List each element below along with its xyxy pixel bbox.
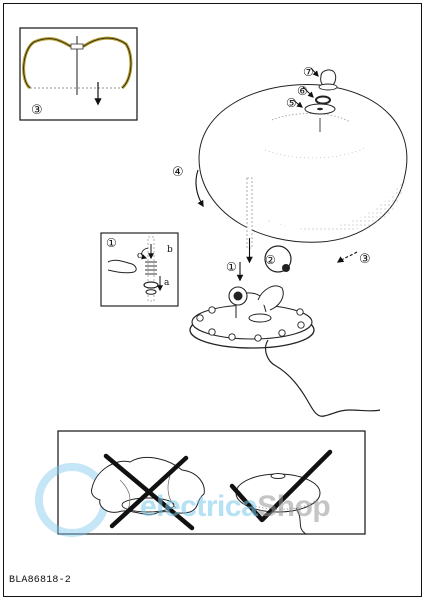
watermark: electricaShop <box>140 490 331 524</box>
bulb-step-label: ② <box>265 253 276 267</box>
knob-step-label: ⑦ <box>303 65 314 79</box>
lamp-shade <box>198 83 408 243</box>
inset-frame: ③ <box>19 27 138 121</box>
rotate-arrow: ③ <box>336 251 371 267</box>
right-example <box>229 449 333 535</box>
inset-step-label: ③ <box>31 103 43 118</box>
cross-mark-icon <box>103 453 195 531</box>
shade-step-label: ④ <box>172 165 184 180</box>
watermark-part-a: electrica <box>140 490 258 523</box>
detail-label-b: b <box>167 245 173 255</box>
socket-arrow: ① <box>226 260 244 282</box>
watermark-part-b: Shop <box>257 490 331 523</box>
plate-step-label: ⑤ <box>286 96 297 110</box>
detail-box: ① c b a <box>100 232 179 307</box>
detail-label-c: c <box>137 251 142 261</box>
power-cable <box>264 339 381 417</box>
washer-step-label: ⑥ <box>297 84 308 98</box>
shade-arrow: ④ <box>172 165 204 208</box>
check-mark-icon <box>229 449 333 523</box>
detail-label-a: a <box>164 278 170 288</box>
document-code: BLA86818-2 <box>9 575 72 586</box>
socket-step-label: ① <box>226 260 237 274</box>
detail-step-label: ① <box>106 236 117 250</box>
central-rod <box>246 177 253 264</box>
rotate-step-label: ③ <box>359 252 371 267</box>
lamp-base <box>189 285 315 349</box>
handling-panel <box>35 430 366 537</box>
wrong-example <box>91 453 205 531</box>
page-frame <box>3 3 422 597</box>
bulb: ② <box>264 245 292 273</box>
top-fixings: ⑦ ⑥ ⑤ <box>286 65 338 132</box>
